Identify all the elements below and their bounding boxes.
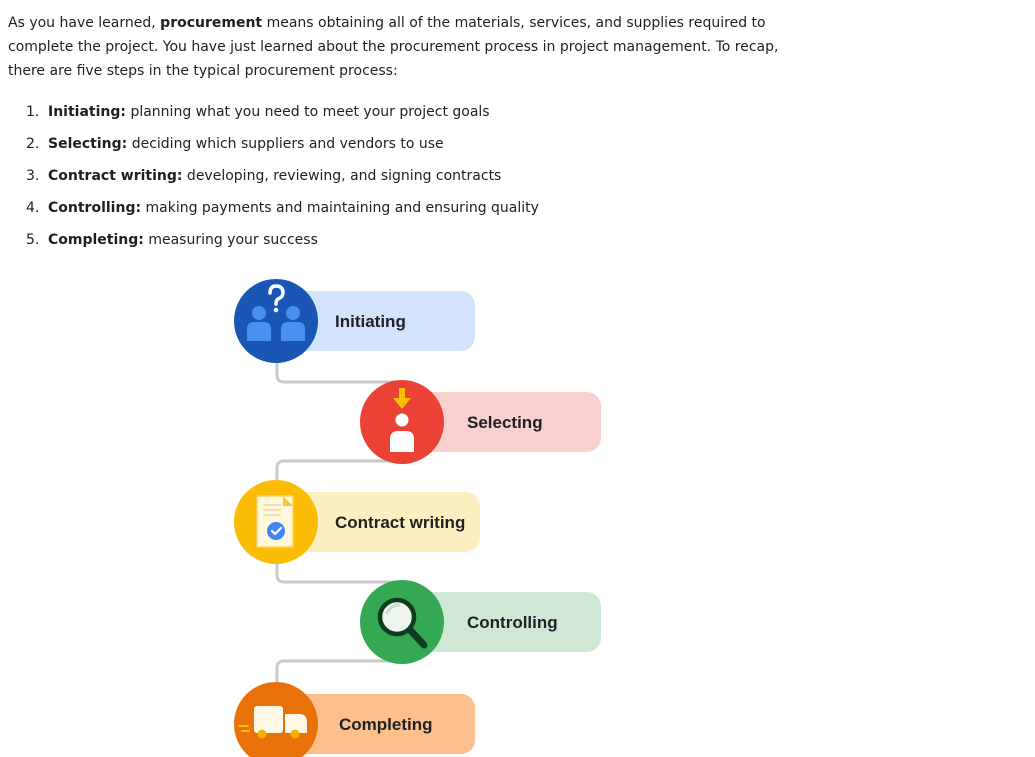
people-question-icon (247, 284, 305, 341)
step-number: 3. (26, 168, 40, 184)
step-number: 2. (26, 136, 40, 152)
connector-line-2 (275, 459, 406, 486)
step-pill (276, 291, 475, 351)
step-description: planning what you need to meet your proj… (126, 104, 490, 120)
magnifier-icon (377, 597, 428, 649)
person-arrow-icon (390, 388, 414, 452)
intro-text-end: means obtaining all of the materials, se… (8, 15, 779, 79)
step-name: Controlling: (48, 200, 142, 216)
procurement-term: procurement (160, 15, 263, 31)
step-name: Selecting: (48, 136, 128, 152)
step-label: Contract writing (335, 513, 465, 532)
step-pill (276, 694, 475, 754)
intro-paragraph: As you have learned, procurement means o… (8, 11, 798, 83)
step-number: 4. (26, 200, 40, 216)
step-icons (238, 284, 428, 739)
step-circle (234, 279, 318, 363)
step-label: Selecting (467, 413, 543, 432)
step-name: Initiating: (48, 104, 126, 120)
list-item-contract-writing: 3. Contract writing: developing, reviewin… (26, 164, 539, 196)
step-pill (402, 592, 601, 652)
step-number: 1. (26, 104, 40, 120)
step-label: Controlling (467, 613, 558, 632)
step-description: deciding which suppliers and vendors to … (127, 136, 444, 152)
truck-icon (238, 706, 307, 739)
step-pill (402, 392, 601, 452)
step-description: developing, reviewing, and signing contr… (182, 168, 502, 184)
step-label: Completing (339, 715, 433, 734)
step-description: making payments and maintaining and ensu… (141, 200, 539, 216)
list-item-completing: 5. Completing: measuring your success (26, 228, 539, 260)
step-name: Completing: (48, 232, 144, 248)
connector-line-4 (275, 659, 406, 688)
step-number: 5. (26, 232, 40, 248)
step-description: measuring your success (143, 232, 318, 248)
procurement-steps-list: 1. Initiating: planning what you need to … (26, 100, 539, 260)
document-check-icon (256, 495, 294, 548)
list-item-initiating: 1. Initiating: planning what you need to … (26, 100, 539, 132)
step-label: Initiating (335, 312, 406, 331)
step-pill (276, 492, 480, 552)
step-pills (276, 291, 601, 754)
list-item-selecting: 2. Selecting: deciding which suppliers an… (26, 132, 539, 164)
intro-text-start: As you have learned, (8, 15, 161, 31)
list-item-controlling: 4. Controlling: making payments and maint… (26, 196, 539, 228)
step-name: Contract writing: (48, 168, 183, 184)
